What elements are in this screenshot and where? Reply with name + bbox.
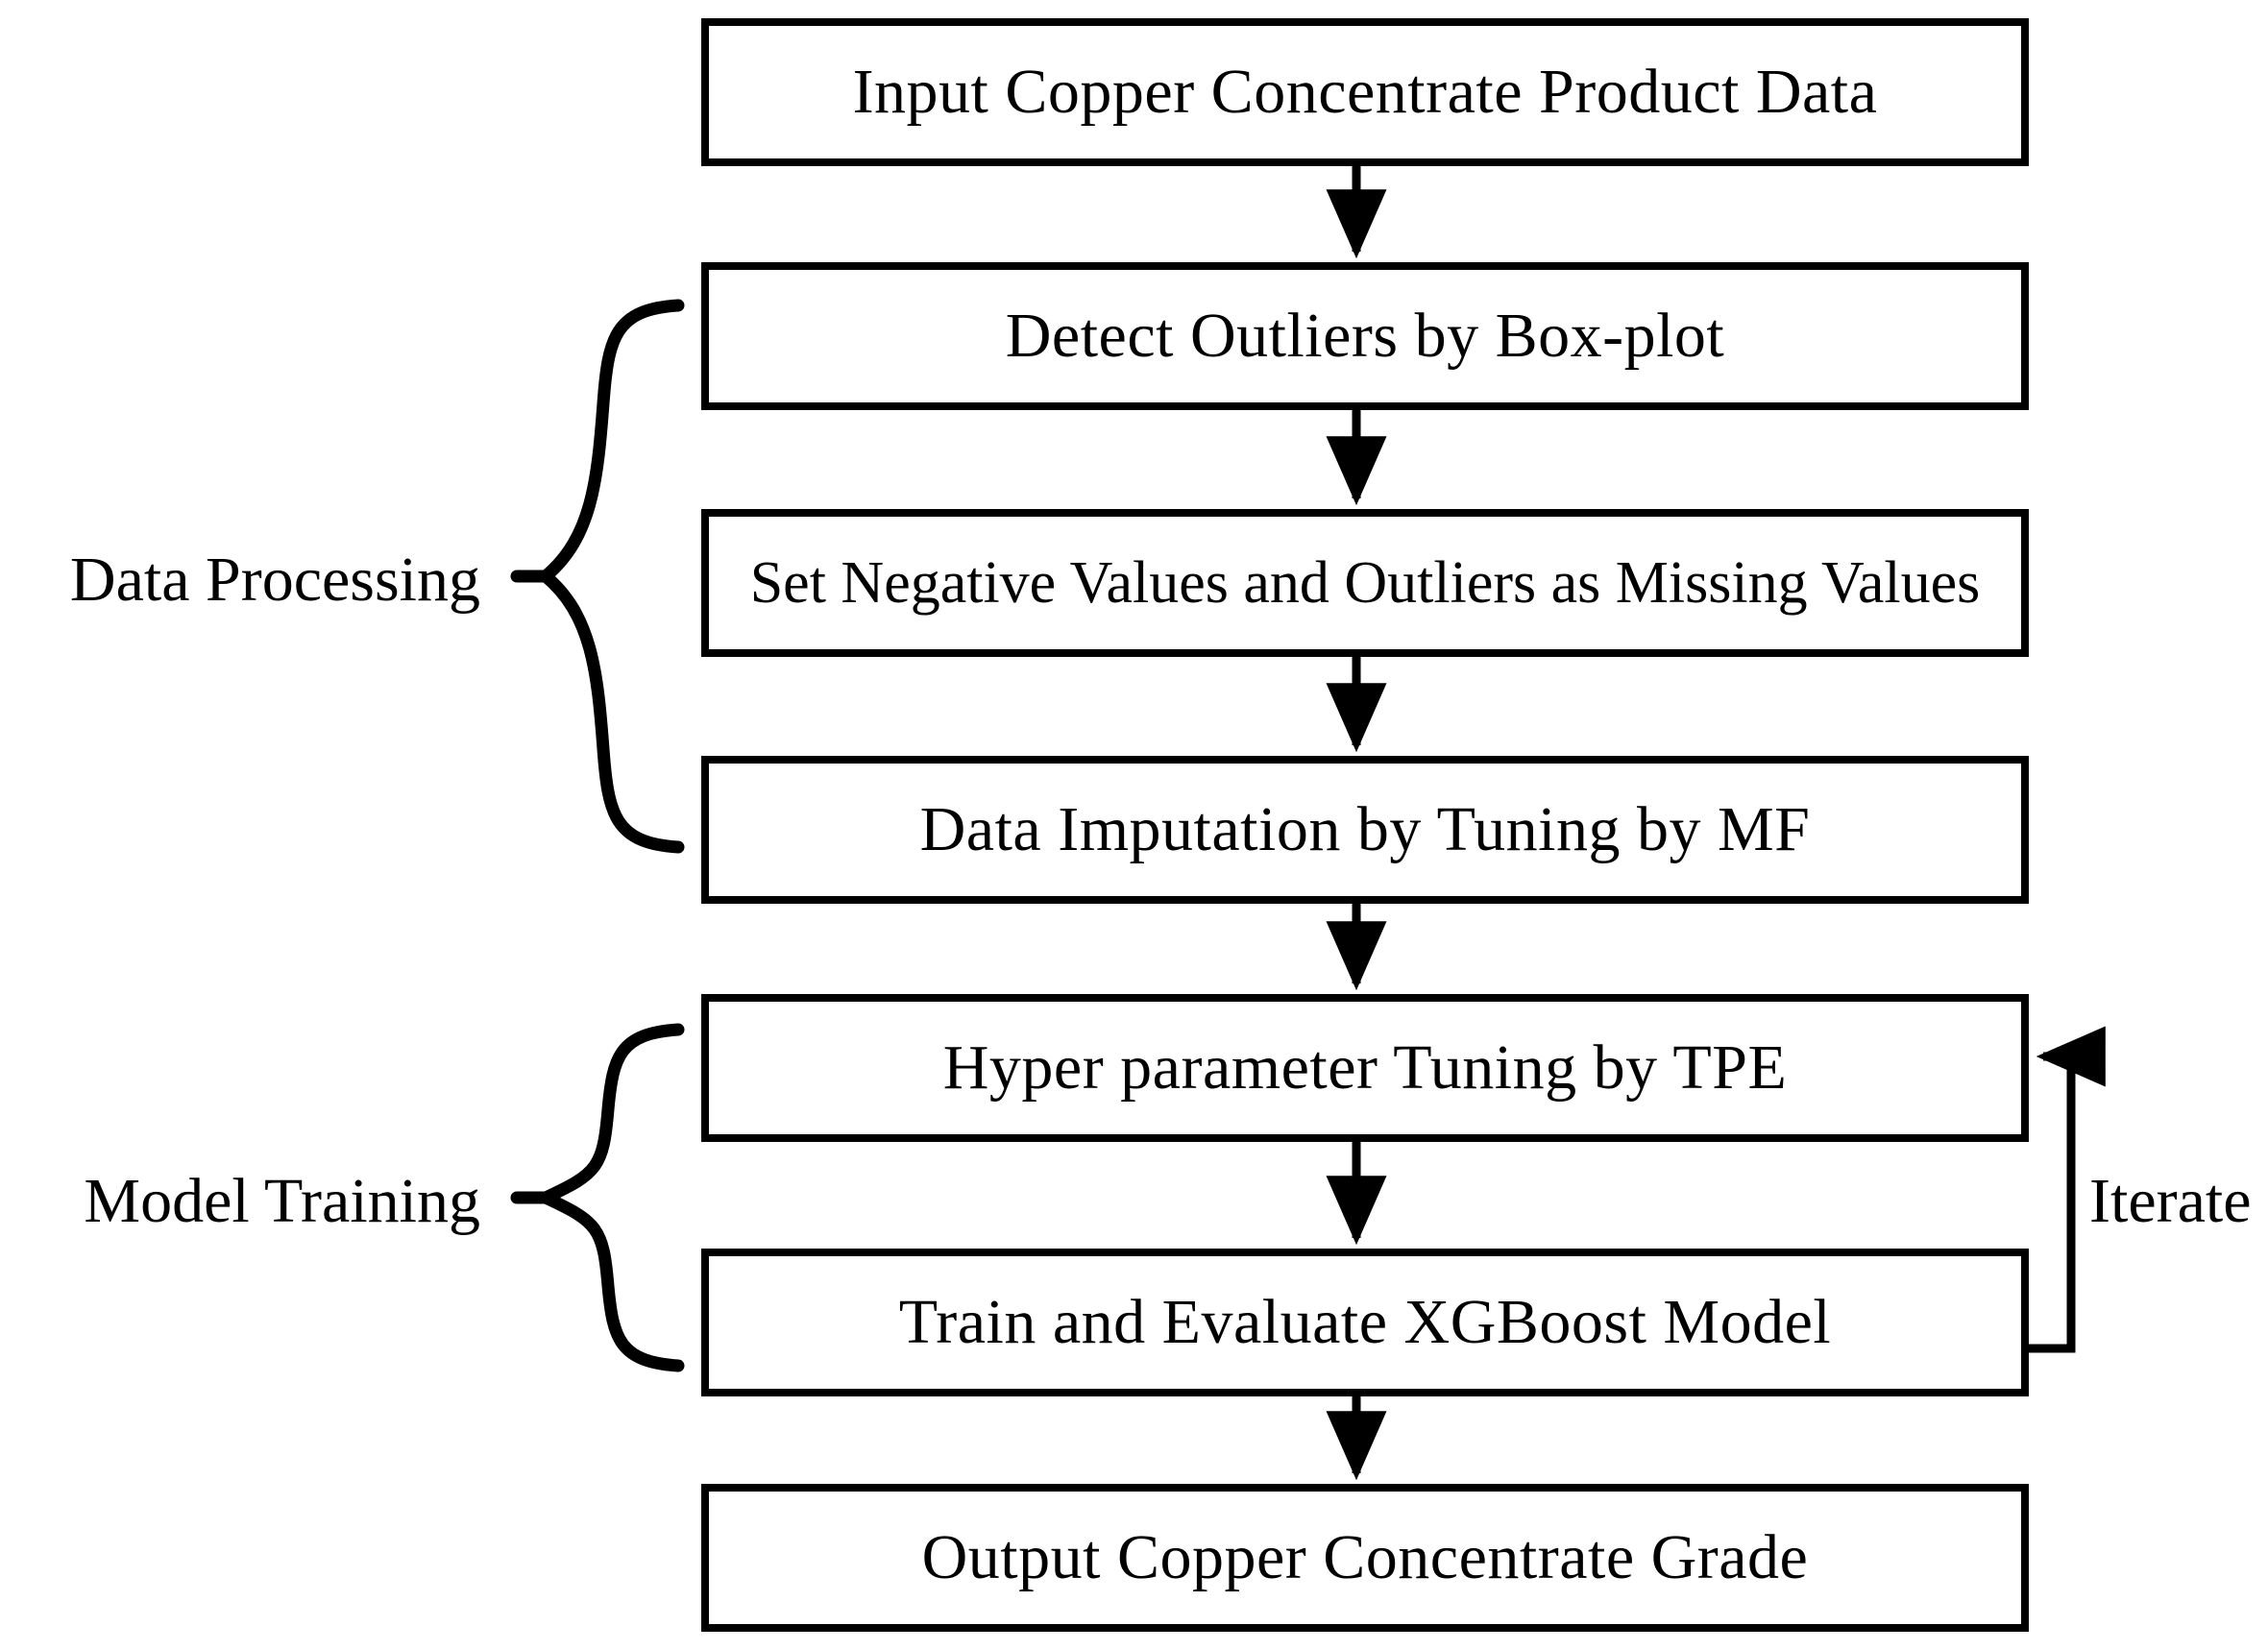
node-label: Set Negative Values and Outliers as Miss… — [749, 550, 1981, 616]
group-label-text: Data Processing — [69, 545, 480, 615]
node-detect-outliers-by-box-plot[interactable]: Detect Outliers by Box-plot — [701, 262, 2029, 410]
node-label: Data Imputation by Tuning by MF — [919, 794, 1811, 864]
node-data-imputation-by-tuning-by-mf[interactable]: Data Imputation by Tuning by MF — [701, 756, 2029, 904]
node-label: Detect Outliers by Box-plot — [1005, 301, 1725, 371]
node-label: Train and Evaluate XGBoost Model — [898, 1287, 1832, 1357]
edge-label-iterate: Iterate — [2089, 1165, 2252, 1238]
group-label-model-training: Model Training — [0, 1165, 480, 1238]
node-hyper-parameter-tuning-by-tpe[interactable]: Hyper parameter Tuning by TPE — [701, 994, 2029, 1142]
edge-label-text: Iterate — [2089, 1166, 2252, 1236]
node-train-and-evaluate-xgboost-model[interactable]: Train and Evaluate XGBoost Model — [701, 1249, 2029, 1396]
node-label: Hyper parameter Tuning by TPE — [942, 1032, 1788, 1103]
node-label: Input Copper Concentrate Product Data — [852, 57, 1878, 127]
node-input-copper-concentrate-product-data[interactable]: Input Copper Concentrate Product Data — [701, 18, 2029, 166]
group-label-data-processing: Data Processing — [0, 544, 480, 617]
feedback-loop-iterate — [2029, 1026, 2106, 1353]
node-label: Output Copper Concentrate Grade — [921, 1522, 1809, 1592]
brace-data-processing — [535, 299, 685, 854]
node-output-copper-concentrate-grade[interactable]: Output Copper Concentrate Grade — [701, 1484, 2029, 1632]
node-set-negative-values-and-outliers-as-missing-values[interactable]: Set Negative Values and Outliers as Miss… — [701, 509, 2029, 657]
brace-model-training — [530, 1023, 685, 1372]
group-label-text: Model Training — [84, 1166, 480, 1236]
